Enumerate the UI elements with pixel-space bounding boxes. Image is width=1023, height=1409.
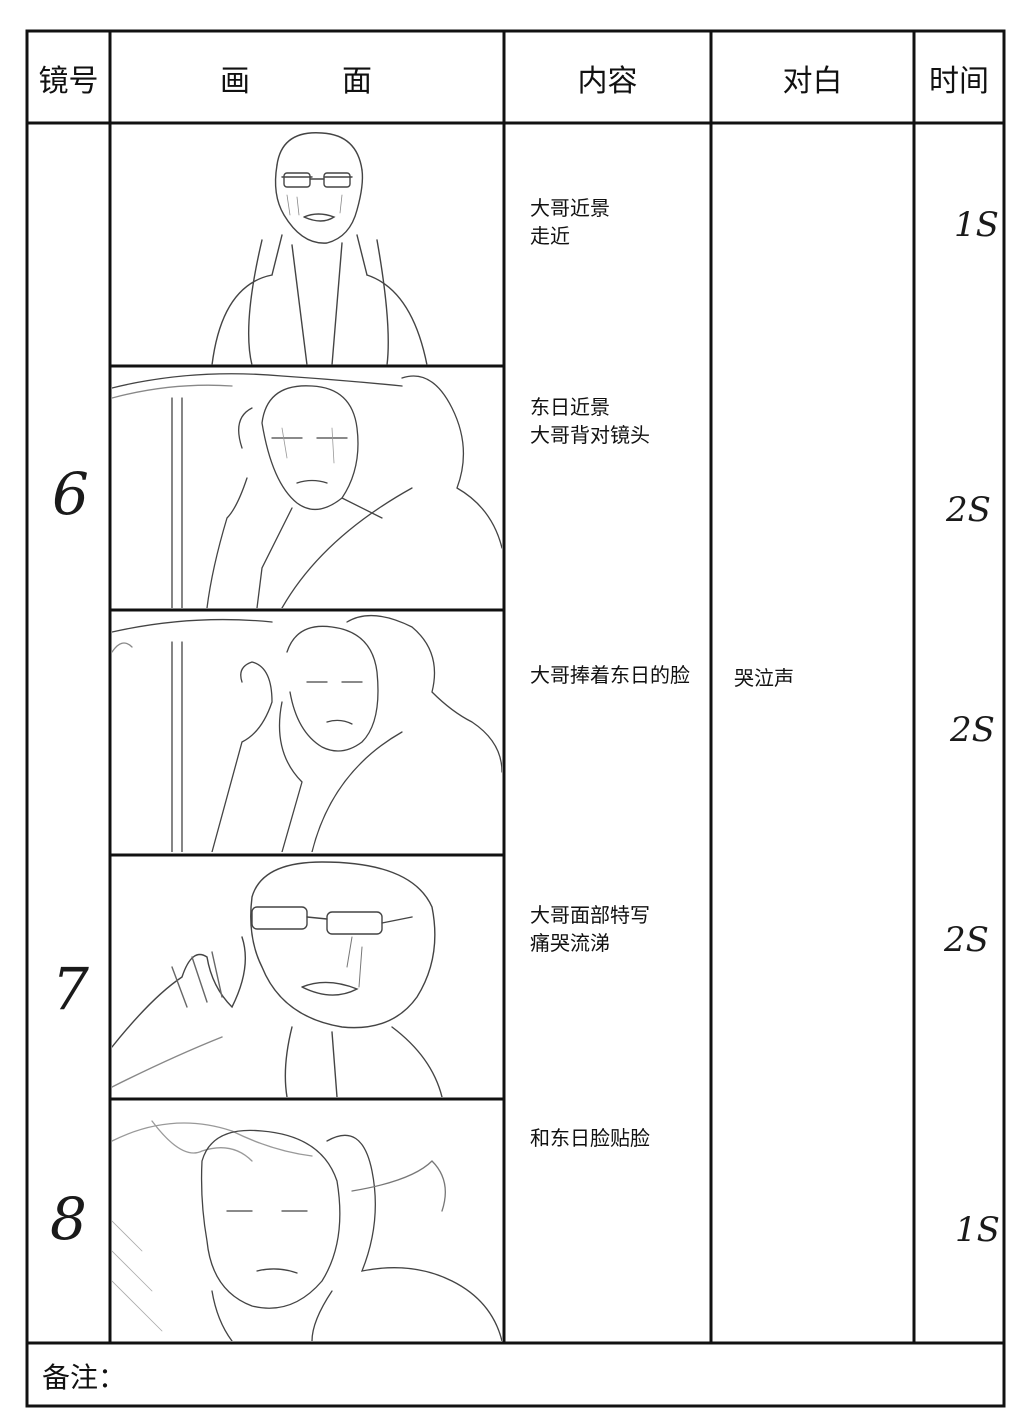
shot-number-7: 7 — [52, 955, 89, 1023]
panel-4-time: 2S — [944, 920, 989, 960]
shot-number-8: 8 — [50, 1185, 87, 1253]
panel-3-time: 2S — [950, 710, 995, 750]
panel-5-content: 和东日脸贴脸 — [530, 1126, 650, 1150]
panel-2-sketch — [112, 373, 502, 608]
panel-1-content: 大哥近景 走近 — [530, 196, 610, 248]
panel-4-sketch — [112, 861, 443, 1097]
panel-5-sketch — [112, 1120, 502, 1341]
panel-4-content: 大哥面部特写 痛哭流涕 — [530, 903, 650, 955]
header-picture-right: 面 — [342, 64, 372, 99]
panel-3-content: 大哥捧着东日的脸 — [530, 663, 690, 687]
panel-1-time: 1S — [954, 205, 999, 245]
header-dialogue: 对白 — [782, 64, 843, 99]
dialogue-text: 哭泣声 — [734, 666, 794, 690]
shot-number-6: 6 — [52, 460, 89, 528]
header-picture-left: 画 — [220, 64, 250, 99]
panel-2-content: 东日近景 大哥背对镜头 — [530, 395, 650, 447]
panel-5-time: 1S — [955, 1210, 1000, 1250]
panel-2-time: 2S — [946, 490, 991, 530]
header-content: 内容 — [577, 64, 638, 99]
panel-1-sketch — [211, 132, 428, 365]
panel-3-sketch — [112, 614, 502, 852]
header-shot-no: 镜号 — [38, 64, 99, 99]
header-time: 时间 — [929, 64, 989, 99]
note-label: 备注： — [42, 1361, 127, 1394]
